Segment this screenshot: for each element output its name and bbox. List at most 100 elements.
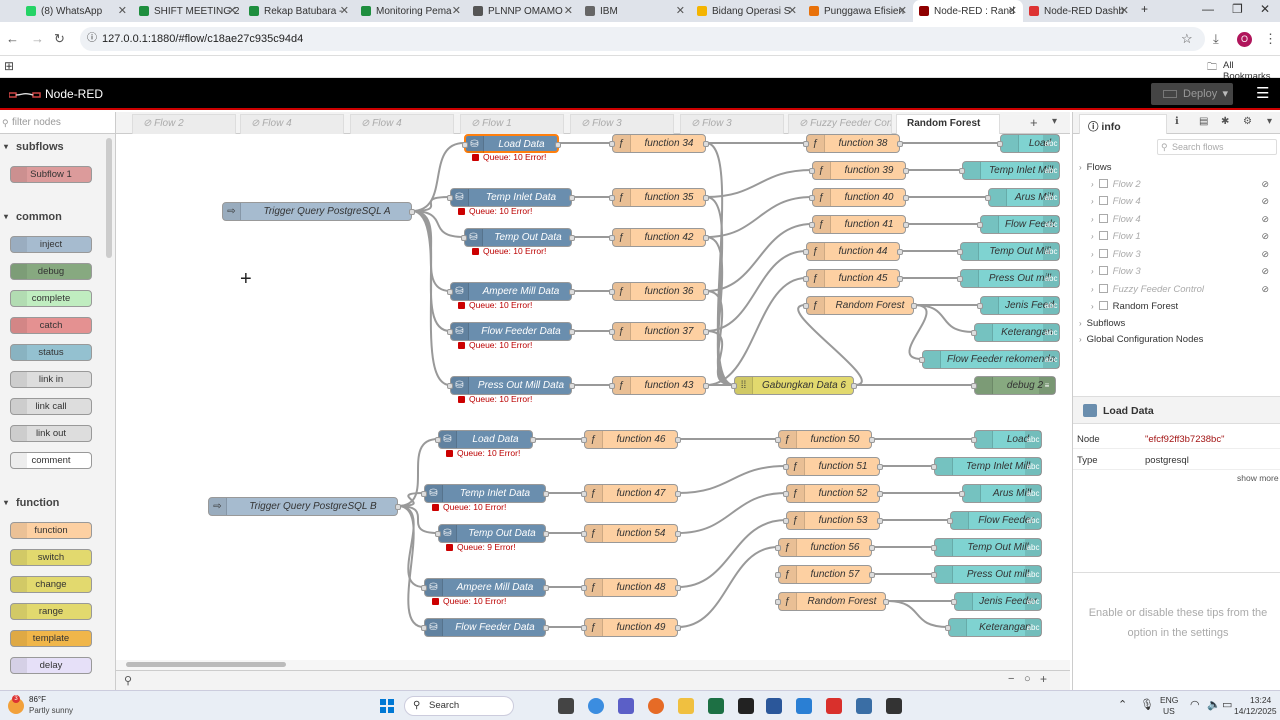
microphone-icon[interactable]: 🎙 — [1140, 699, 1154, 711]
palette-node[interactable]: catch — [10, 317, 92, 334]
input-port[interactable] — [783, 464, 789, 470]
palette-node[interactable]: status — [10, 344, 92, 361]
flow-tree-item[interactable]: ›Fuzzy Feeder Control⊘ — [1091, 284, 1277, 295]
palette-node[interactable]: Subflow 1 — [10, 166, 92, 183]
input-port[interactable] — [731, 383, 737, 389]
tab-close-icon[interactable]: ✕ — [1007, 5, 1017, 17]
flow-tree-item[interactable]: ›Flow 3⊘ — [1091, 249, 1277, 260]
tab-help-icon[interactable]: ▤ — [1199, 116, 1209, 127]
deploy-button[interactable]: Deploy ▾ — [1151, 83, 1233, 105]
wire[interactable] — [397, 505, 439, 534]
wire[interactable] — [908, 304, 928, 360]
wire[interactable] — [411, 210, 465, 238]
output-port[interactable] — [911, 303, 917, 309]
search-flows-input[interactable]: ⚲ Search flows — [1157, 139, 1277, 155]
wire[interactable] — [677, 492, 787, 534]
excel-icon[interactable] — [708, 698, 724, 714]
tab-close-icon[interactable]: ✕ — [451, 5, 461, 17]
input-port[interactable] — [581, 625, 587, 631]
new-tab-button[interactable]: + — [1141, 2, 1149, 16]
input-port[interactable] — [803, 276, 809, 282]
input-port[interactable] — [959, 491, 965, 497]
input-port[interactable] — [931, 464, 937, 470]
cmd-icon[interactable] — [886, 698, 902, 714]
input-port[interactable] — [775, 437, 781, 443]
flow-list-icon[interactable]: ▾ — [1052, 116, 1058, 127]
output-port[interactable] — [903, 168, 909, 174]
url-input[interactable]: ⓘ 127.0.0.1:1880/#flow/c18ae27c935c94d4 — [80, 27, 1205, 51]
inject-node[interactable]: ⇨Trigger Query PostgreSQL B — [208, 497, 401, 516]
calculator-icon[interactable] — [796, 698, 812, 714]
browser-tab[interactable]: PLNNP OMAMO✕ — [467, 0, 579, 22]
flow-tree-item[interactable]: ›Flow 1⊘ — [1091, 231, 1277, 242]
wifi-icon[interactable]: ◠ — [1190, 699, 1200, 711]
firefox-icon[interactable] — [648, 698, 664, 714]
browser-menu-icon[interactable]: ⋮ — [1264, 31, 1277, 46]
browser-tab[interactable]: Rekap Batubara -✕ — [243, 0, 355, 22]
postgres-node[interactable]: ⛁Load Data — [462, 134, 561, 153]
browser-tab[interactable]: IBM✕ — [579, 0, 691, 22]
wire[interactable] — [411, 196, 451, 212]
input-port[interactable] — [809, 222, 815, 228]
input-port[interactable] — [775, 572, 781, 578]
palette-node[interactable]: range — [10, 603, 92, 620]
input-port[interactable] — [931, 572, 937, 578]
wire[interactable] — [397, 492, 425, 507]
flow-tree-item[interactable]: ›Flow 4⊘ — [1091, 196, 1277, 207]
all-bookmarks-link[interactable]: All Bookmarks — [1223, 60, 1271, 82]
hscroll-thumb[interactable] — [126, 662, 286, 667]
tab-info[interactable]: ⓘ info — [1079, 114, 1167, 134]
close-window-icon[interactable]: ✕ — [1260, 2, 1271, 16]
flow-tab[interactable]: ⊘ Flow 4 — [240, 114, 344, 134]
input-port[interactable] — [957, 276, 963, 282]
input-port[interactable] — [421, 585, 427, 591]
apps-grid-icon[interactable]: ⊞ — [4, 59, 15, 73]
output-port[interactable] — [675, 531, 681, 537]
postgres-node[interactable]: ⛁Ampere Mill Data — [421, 578, 549, 597]
debug-node[interactable]: debug 2≡ — [971, 376, 1056, 395]
tab-close-icon[interactable]: ✕ — [1119, 5, 1129, 17]
wire[interactable] — [913, 304, 975, 333]
flow-tab[interactable]: ⊘ Fuzzy Feeder Contr — [788, 114, 892, 134]
output-port[interactable] — [869, 545, 875, 551]
input-port[interactable] — [977, 303, 983, 309]
output-port[interactable] — [675, 437, 681, 443]
browser-tab[interactable]: Node-RED Dashb✕ — [1023, 0, 1135, 22]
input-port[interactable] — [959, 168, 965, 174]
output-port[interactable] — [569, 235, 575, 241]
palette-node[interactable]: switch — [10, 549, 92, 566]
wire[interactable] — [677, 546, 779, 628]
input-port[interactable] — [783, 518, 789, 524]
wire[interactable] — [705, 330, 735, 386]
input-port[interactable] — [609, 195, 615, 201]
chrome-icon[interactable] — [588, 698, 604, 714]
wire[interactable] — [705, 236, 735, 386]
output-port[interactable] — [703, 383, 709, 389]
flow-tab[interactable]: ⊘ Flow 2 — [132, 114, 236, 134]
tray-chevron-icon[interactable]: ⌃ — [1118, 699, 1128, 711]
terminal-icon[interactable] — [738, 698, 754, 714]
tab-close-icon[interactable]: ✕ — [897, 5, 907, 17]
lang-1[interactable]: ENG — [1160, 695, 1179, 705]
browser-tab[interactable]: Punggawa Efisien✕ — [803, 0, 913, 22]
zoom-out-icon[interactable]: − — [1008, 673, 1015, 685]
inject-node[interactable]: ⇨Trigger Query PostgreSQL A — [222, 202, 415, 221]
wire[interactable] — [411, 210, 451, 386]
browser-tab[interactable]: Monitoring Pema✕ — [355, 0, 467, 22]
postgres-node[interactable]: ⛁Temp Out Data — [435, 524, 549, 543]
weather-icon[interactable] — [8, 698, 24, 714]
flow-tab[interactable]: Random Forest — [896, 114, 1000, 134]
